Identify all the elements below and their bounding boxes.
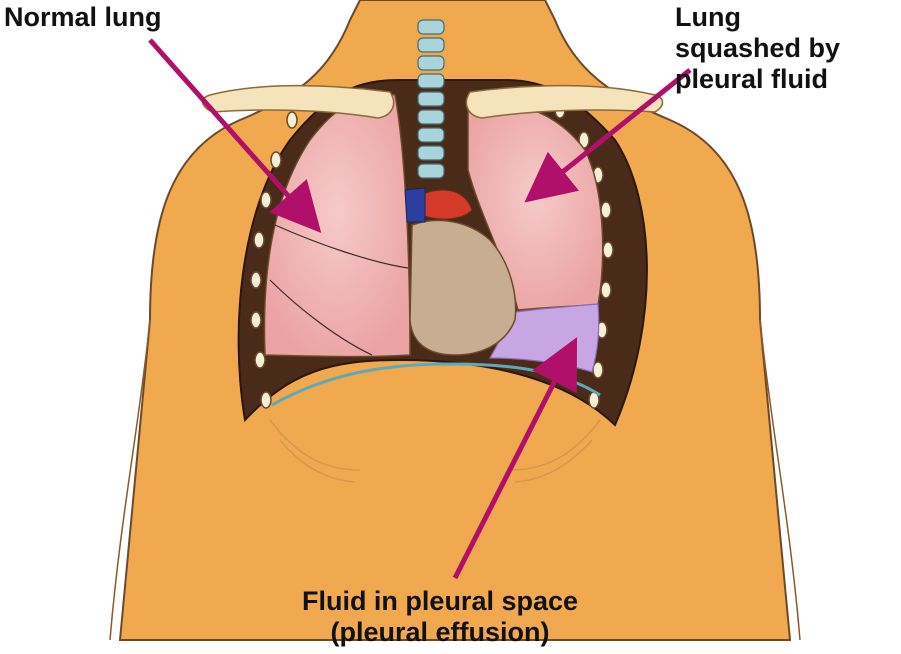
vessel-blue [405,188,425,222]
label-squashed-line-2: squashed by [675,33,895,64]
label-pleural-fluid: Fluid in pleural space (pleural effusion… [275,586,605,648]
label-normal-lung: Normal lung [4,2,162,33]
label-normal-lung-text: Normal lung [4,2,162,33]
label-squashed-lung: Lung squashed by pleural fluid [675,2,895,95]
trachea [418,20,444,178]
label-squashed-line-1: Lung [675,2,895,33]
label-fluid-line-2: (pleural effusion) [275,617,605,648]
label-squashed-line-3: pleural fluid [675,64,895,95]
label-fluid-line-1: Fluid in pleural space [275,586,605,617]
